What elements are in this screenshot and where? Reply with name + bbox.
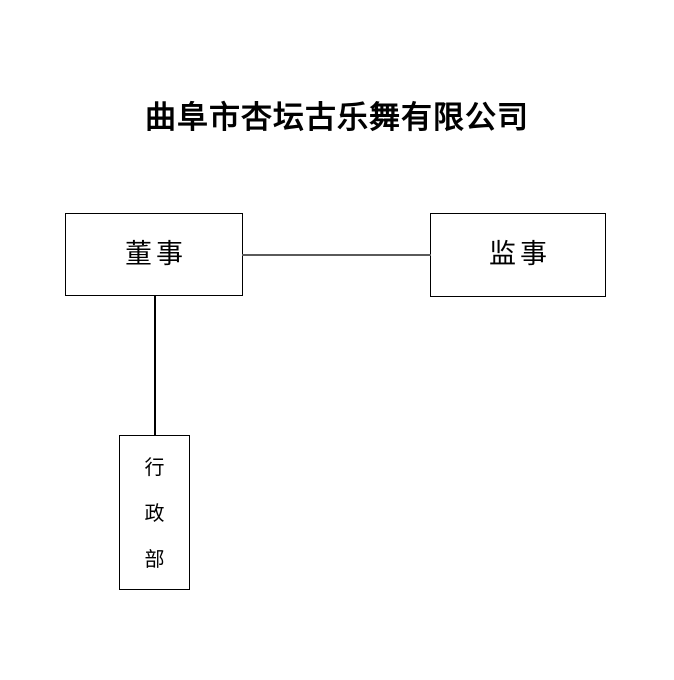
org-node-admin-label-char-3: 部 — [144, 546, 165, 571]
org-node-director[interactable]: 董事 — [65, 213, 243, 296]
page-title: 曲阜市杏坛古乐舞有限公司 — [145, 100, 529, 136]
org-node-admin-label-char-2: 政 — [144, 500, 165, 525]
org-node-admin-label-char-1: 行 — [144, 454, 165, 479]
org-node-director-label: 董事 — [125, 238, 187, 270]
org-node-supervisor-label: 监事 — [489, 239, 551, 270]
org-node-admin[interactable]: 行 政 部 — [119, 435, 190, 590]
connector-director-to-admin — [154, 295, 156, 436]
org-node-supervisor[interactable]: 监事 — [430, 213, 606, 297]
connector-director-to-supervisor — [242, 254, 431, 256]
